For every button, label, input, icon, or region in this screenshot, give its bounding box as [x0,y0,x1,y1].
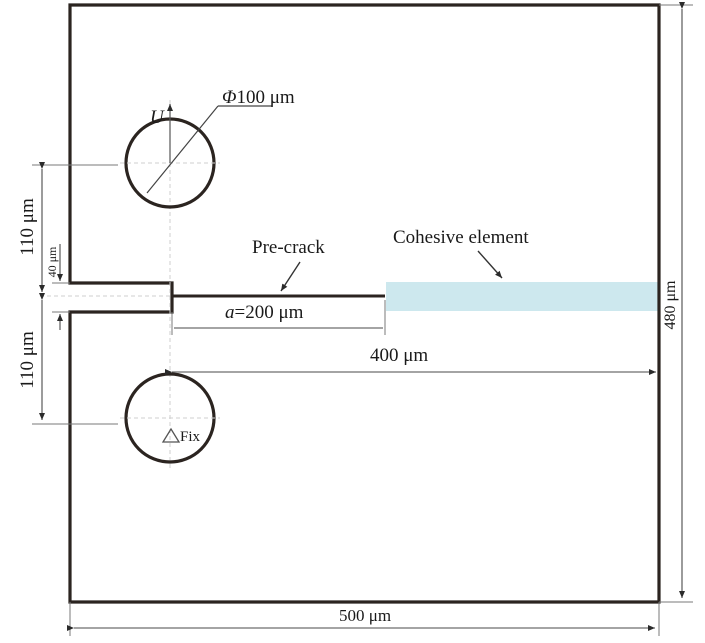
ligament-label: 400 μm [370,345,428,366]
fix-label: Fix [180,429,201,445]
cohesive-arrow-icon [477,250,503,279]
diameter-label: Φ100 μm [222,87,295,108]
crack-length-var: a [225,302,235,323]
notch-width-label: 40 μm [45,246,59,277]
width-label: 500 μm [339,606,391,625]
lower-offset-label: 110 μm [17,331,38,389]
precrack-arrow-icon [280,261,301,292]
cohesive-element-band [386,282,658,311]
fix-support-icon [161,427,181,443]
upper-offset-label: 110 μm [17,198,38,256]
crack-length-value: =200 μm [235,302,304,323]
precrack-label: Pre-crack [252,237,325,258]
crack-length-label: a=200 μm [225,302,304,323]
diameter-leader [146,105,219,194]
load-label: U [150,107,165,128]
height-label: 480 μm [662,280,679,330]
diameter-symbol: Φ [222,87,236,108]
diameter-value: 100 μm [236,87,294,108]
cohesive-label: Cohesive element [393,227,529,248]
